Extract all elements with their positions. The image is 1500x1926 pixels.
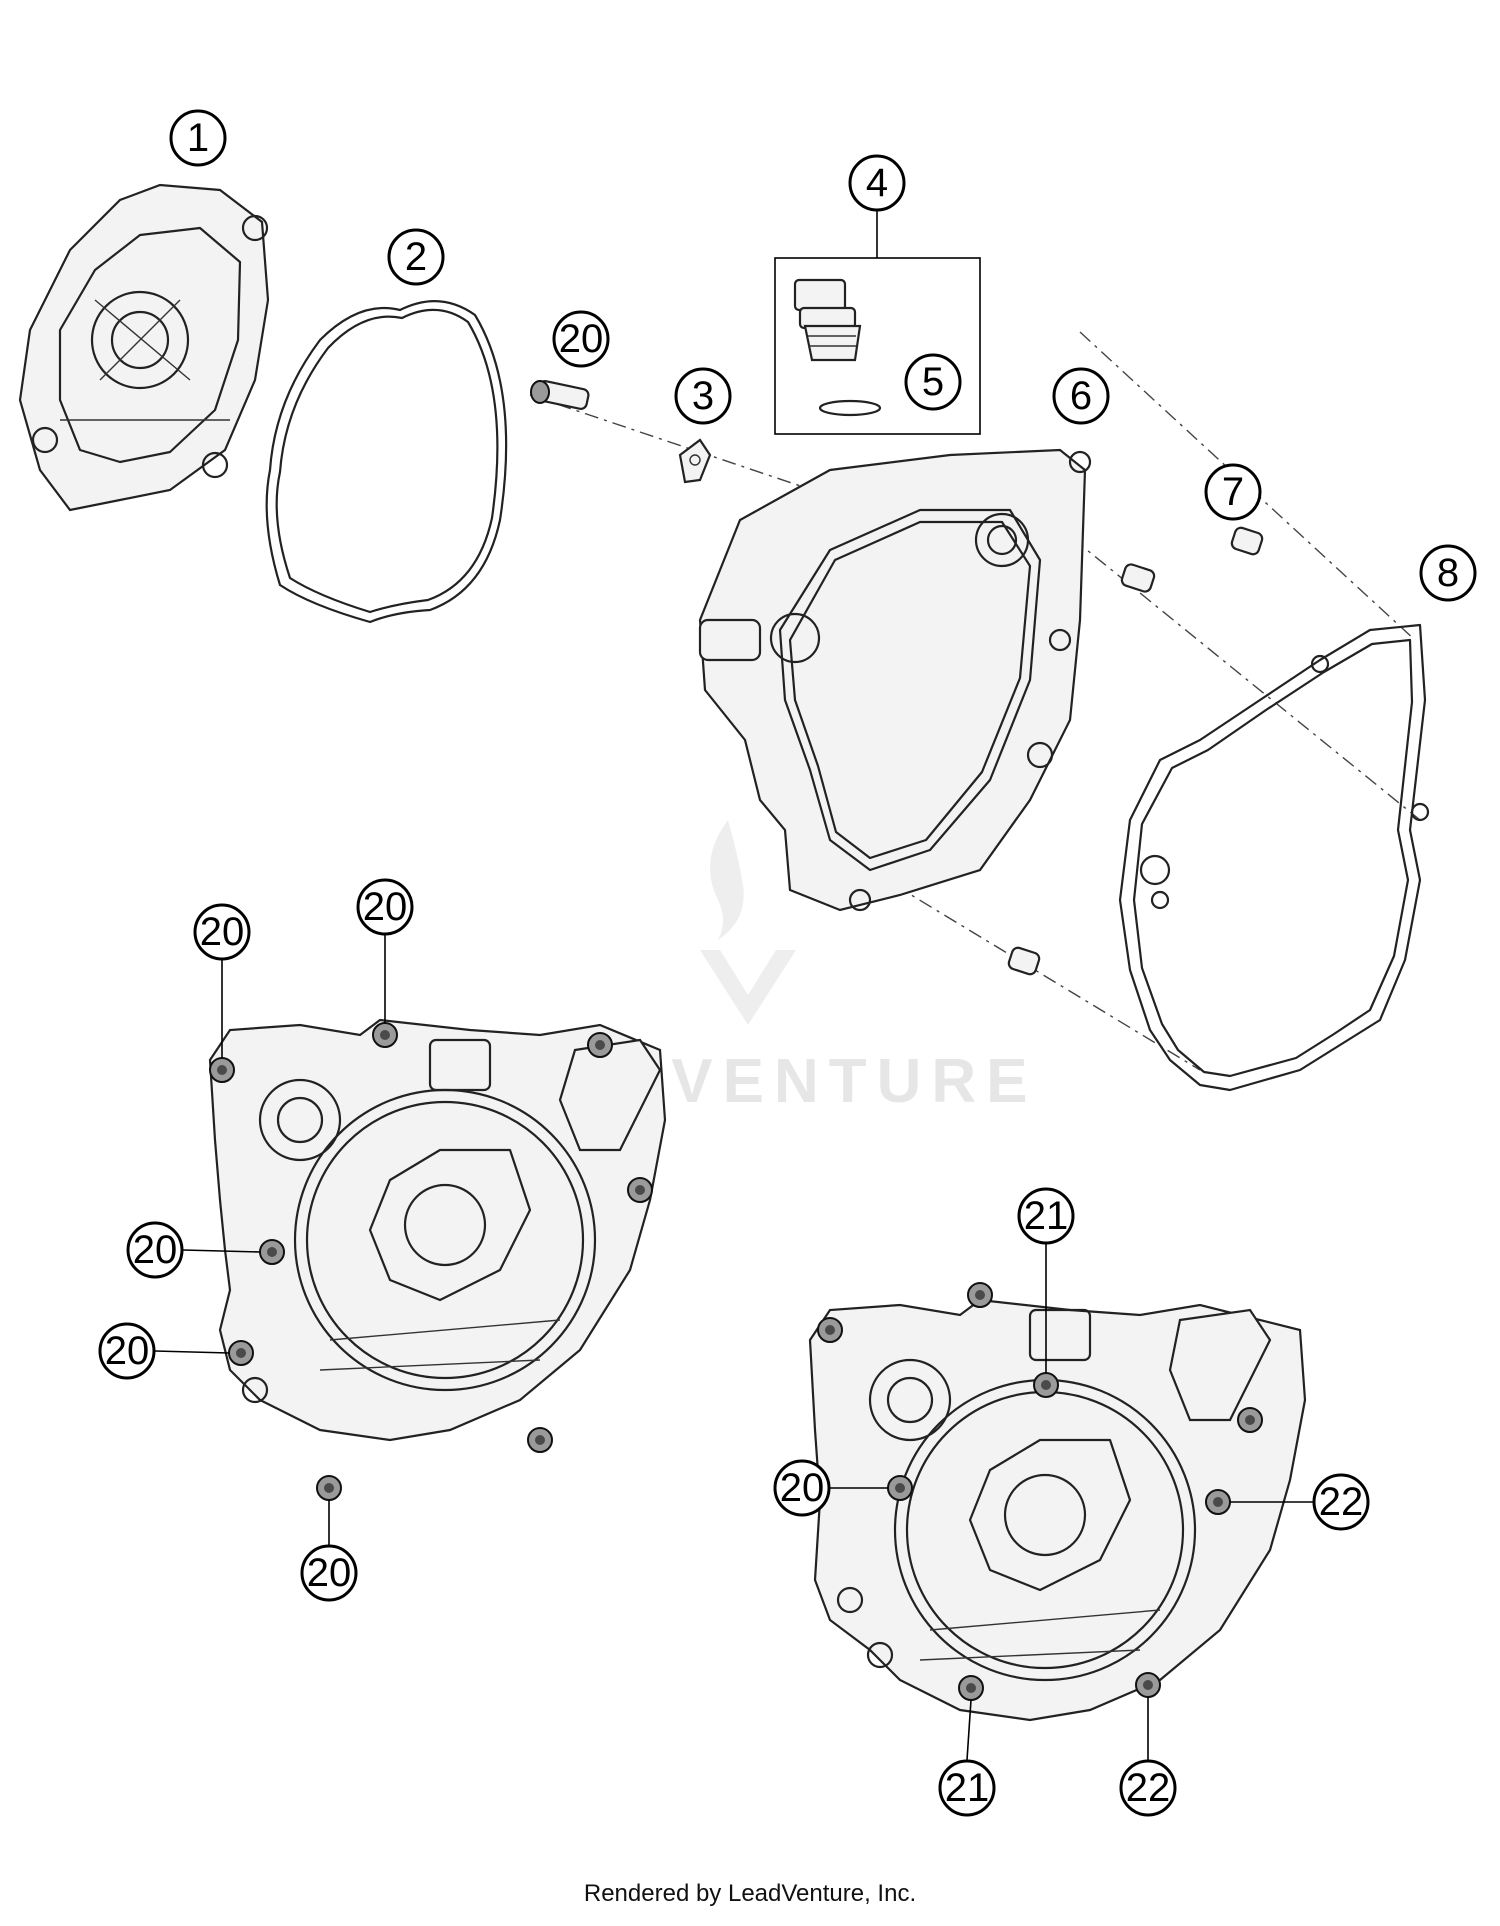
callout-8: 8: [1419, 544, 1477, 602]
svg-text:8: 8: [1437, 551, 1459, 595]
svg-text:20: 20: [133, 1228, 178, 1272]
callout-3: 3: [674, 367, 732, 425]
callout-20-d: 20: [126, 1221, 184, 1279]
svg-text:21: 21: [1024, 1194, 1069, 1238]
callout-22-b: 22: [1119, 1759, 1177, 1817]
callout-20-e: 20: [98, 1322, 156, 1380]
svg-text:20: 20: [200, 910, 245, 954]
callout-4: 4: [848, 154, 906, 212]
ignition-cover-part: [18, 183, 270, 512]
v-logo-icon: [700, 950, 796, 1025]
svg-text:6: 6: [1070, 374, 1092, 418]
svg-text:4: 4: [866, 161, 888, 205]
svg-text:20: 20: [307, 1551, 352, 1595]
bolt-upper-part: [530, 380, 590, 410]
svg-text:21: 21: [945, 1766, 990, 1810]
svg-text:3: 3: [692, 374, 714, 418]
callout-1: 1: [169, 109, 227, 167]
callout-20-a: 20: [552, 310, 610, 368]
callout-20-b: 20: [193, 903, 251, 961]
dowel-pins-part: [1007, 526, 1264, 976]
cover-gasket-part: [265, 300, 508, 624]
svg-text:7: 7: [1222, 470, 1244, 514]
callout-20-f: 20: [300, 1544, 358, 1602]
bolt-heads: [209, 1022, 1263, 1701]
svg-text:2: 2: [405, 235, 427, 279]
callout-22-a: 22: [1312, 1473, 1370, 1531]
callout-7: 7: [1204, 463, 1262, 521]
clutch-cover-part: [698, 448, 1092, 912]
svg-text:20: 20: [559, 317, 604, 361]
footer-credit: Rendered by LeadVenture, Inc.: [583, 1880, 917, 1907]
plug-kit-box: [774, 210, 981, 435]
clutch-cover-gasket-part: [1118, 623, 1430, 1092]
callout-21-a: 21: [1017, 1187, 1075, 1245]
callout-20-g: 20: [773, 1459, 831, 1517]
svg-text:1: 1: [187, 116, 209, 160]
flame-logo-icon: [710, 820, 744, 940]
callout-2: 2: [387, 228, 445, 286]
cover-assembly-right: [808, 1298, 1307, 1722]
callout-20-c: 20: [356, 878, 414, 936]
svg-text:22: 22: [1126, 1766, 1171, 1810]
cover-assembly-left: [208, 1018, 667, 1442]
svg-text:20: 20: [363, 885, 408, 929]
svg-text:20: 20: [105, 1329, 150, 1373]
clip-part: [678, 438, 712, 484]
svg-text:20: 20: [780, 1466, 825, 1510]
leader-lines: [154, 935, 1313, 1761]
callout-5: 5: [904, 353, 962, 411]
svg-text:22: 22: [1319, 1480, 1364, 1524]
o-ring-part: [818, 399, 882, 417]
callout-6: 6: [1052, 367, 1110, 425]
drain-plug-part: [793, 278, 862, 362]
callout-21-b: 21: [938, 1759, 996, 1817]
svg-text:5: 5: [922, 360, 944, 404]
